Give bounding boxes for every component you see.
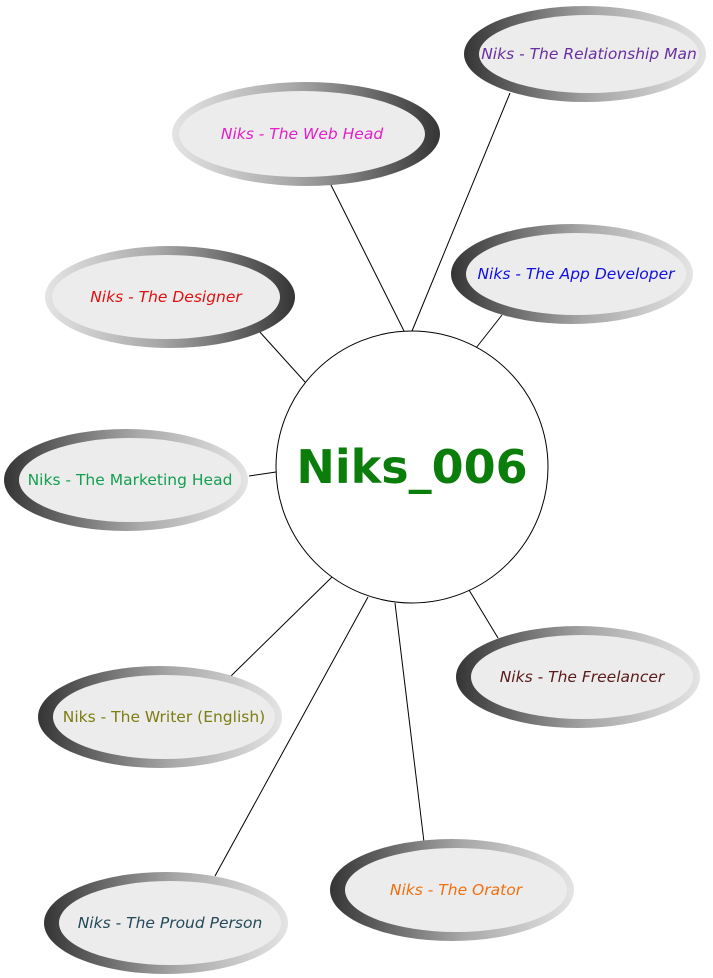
connector-writer (230, 576, 333, 677)
node-fill (471, 635, 693, 719)
node-proud-person[interactable]: Niks - The Proud Person (44, 872, 288, 974)
center-circle (275, 330, 549, 604)
node-label: Niks - The Marketing Head (28, 471, 233, 489)
node-fill (479, 15, 699, 93)
connector-app-developer (475, 314, 503, 349)
node-label: Niks - The Orator (390, 881, 524, 899)
connector-lines (214, 92, 511, 877)
node-label: Niks - The Writer (English) (63, 708, 265, 726)
node-app-developer[interactable]: Niks - The App Developer (451, 224, 693, 324)
connector-designer (257, 329, 306, 383)
connector-relationship-man (411, 92, 511, 332)
node-label: Niks - The Freelancer (500, 668, 666, 686)
node-label: Niks - The App Developer (477, 265, 676, 283)
node-label: Niks - The Proud Person (78, 914, 263, 932)
node-relationship-man[interactable]: Niks - The Relationship Man (464, 6, 706, 102)
node-fill (19, 438, 241, 522)
node-label: Niks - The Relationship Man (481, 45, 697, 63)
node-fill (466, 233, 686, 315)
node-fill (345, 848, 567, 932)
node-fill (52, 255, 280, 339)
node-web-head[interactable]: Niks - The Web Head (172, 82, 440, 186)
center-label: Niks_006 (296, 440, 527, 494)
connector-proud-person (214, 596, 369, 877)
connector-freelancer (468, 589, 499, 639)
connector-orator (394, 602, 425, 843)
node-orator[interactable]: Niks - The Orator (330, 839, 574, 941)
node-fill (59, 881, 281, 965)
node-writer[interactable]: Niks - The Writer (English) (38, 666, 282, 768)
connector-web-head (329, 182, 405, 332)
node-marketing-head[interactable]: Niks - The Marketing Head (4, 429, 248, 531)
node-freelancer[interactable]: Niks - The Freelancer (456, 626, 700, 728)
node-fill (53, 675, 275, 759)
connector-marketing-head (248, 471, 277, 477)
center-node: Niks_006 (275, 330, 549, 604)
node-label: Niks - The Designer (90, 288, 243, 306)
node-fill (179, 91, 425, 177)
node-designer[interactable]: Niks - The Designer (45, 246, 295, 348)
node-label: Niks - The Web Head (221, 125, 383, 143)
